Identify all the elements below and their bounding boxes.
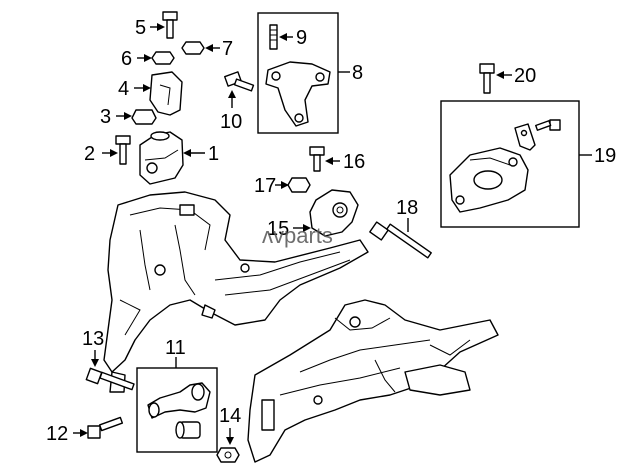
part-17-nut xyxy=(287,177,311,193)
callout-15: 15 xyxy=(267,218,289,240)
callout-20: 20 xyxy=(514,65,536,87)
callout-10-leader xyxy=(228,90,236,108)
callout-5-leader xyxy=(150,23,165,31)
callout-11-group-box xyxy=(136,367,218,453)
callout-7: 7 xyxy=(222,38,233,60)
part-10-bolt xyxy=(224,71,255,92)
callout-15-leader xyxy=(293,224,311,232)
callout-3: 3 xyxy=(100,106,111,128)
part-13-bolt xyxy=(85,367,135,391)
callout-12: 12 xyxy=(46,423,68,445)
part-12-bolt xyxy=(87,416,124,439)
part-16-bolt xyxy=(309,146,325,172)
callout-4: 4 xyxy=(118,78,129,100)
callout-17: 17 xyxy=(254,175,276,197)
callout-9: 9 xyxy=(296,27,307,49)
callout-16-leader xyxy=(325,157,340,165)
callout-4-leader xyxy=(134,84,151,92)
part-19-rear-mount xyxy=(449,147,529,213)
part-11-bushing xyxy=(175,421,201,439)
part-18-long-bolt xyxy=(369,221,432,259)
part-15-transmission-mount xyxy=(309,189,359,237)
callout-7-leader xyxy=(205,44,220,52)
callout-14: 14 xyxy=(219,405,241,427)
part-19-bolt xyxy=(535,119,561,131)
callout-19: 19 xyxy=(594,145,616,167)
part-9-stud xyxy=(269,24,278,50)
part-7-nut xyxy=(181,41,205,55)
callout-18: 18 xyxy=(396,197,418,219)
part-14-nut xyxy=(216,447,240,463)
callout-16: 16 xyxy=(343,151,365,173)
callout-17-leader xyxy=(275,181,289,189)
part-3-nut xyxy=(131,109,157,125)
callout-8: 8 xyxy=(352,62,363,84)
callout-2-leader xyxy=(102,149,118,157)
callout-13: 13 xyxy=(82,328,104,350)
part-20-bolt xyxy=(479,63,495,94)
part-11-torque-rod xyxy=(147,382,211,419)
callout-2: 2 xyxy=(84,143,95,165)
callout-1-leader xyxy=(183,149,205,157)
callout-20-leader xyxy=(496,71,512,79)
callout-12-leader xyxy=(73,429,88,437)
front-frame-rail-right xyxy=(247,299,499,463)
part-19-bracket-plate xyxy=(514,123,536,151)
callout-3-leader xyxy=(116,112,132,120)
callout-11: 11 xyxy=(165,337,186,359)
callout-10: 10 xyxy=(220,111,242,133)
callout-6-leader xyxy=(137,54,152,62)
part-5-bolt xyxy=(162,11,178,39)
watermark-logo: ʌvparts xyxy=(262,223,333,248)
callout-8-group-box xyxy=(257,12,339,134)
callout-1: 1 xyxy=(208,143,219,165)
part-6-nut xyxy=(151,51,175,65)
callout-19-group-box xyxy=(440,100,580,228)
callout-14-leader xyxy=(226,428,234,445)
part-8-mount-bracket xyxy=(265,61,331,127)
part-4-bracket xyxy=(149,71,183,116)
callout-9-leader xyxy=(279,33,293,41)
callout-6: 6 xyxy=(121,48,132,70)
callout-13-leader xyxy=(91,350,99,367)
part-2-bolt xyxy=(115,135,131,165)
part-1-engine-mount xyxy=(139,131,184,185)
callout-5: 5 xyxy=(135,17,146,39)
